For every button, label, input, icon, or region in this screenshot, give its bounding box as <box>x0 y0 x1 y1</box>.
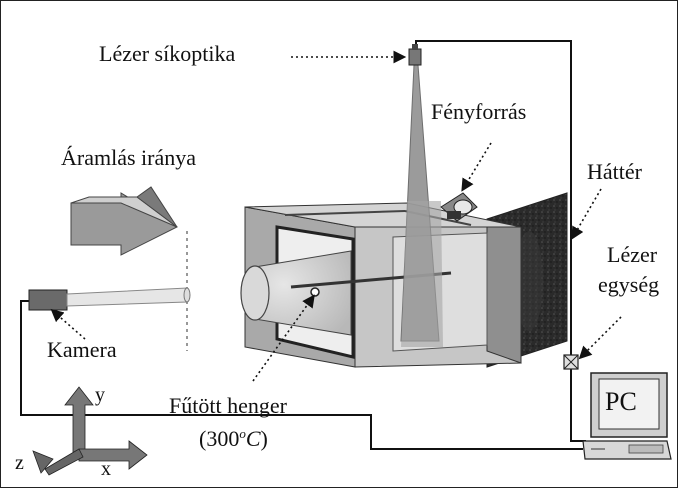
temperature-label: (300oC) <box>199 427 268 450</box>
coordinate-axes-icon <box>32 386 148 476</box>
axis-y-label: y <box>95 384 105 406</box>
temperature-degree: o <box>239 426 246 441</box>
inlet-pipe <box>240 250 352 336</box>
camera-label: Kamera <box>47 337 117 362</box>
laser-unit-icon <box>563 354 579 370</box>
laser-unit-label-line2: egység <box>598 272 660 297</box>
laser-optics-icon <box>408 44 422 66</box>
light-source-icon <box>440 192 478 222</box>
light-source-label: Fényforrás <box>431 99 527 124</box>
pc-icon <box>582 372 672 460</box>
flow-direction-label: Áramlás iránya <box>61 145 196 170</box>
background-label: Háttér <box>587 159 642 184</box>
camera-cable <box>20 300 583 450</box>
temperature-open: (300 <box>199 426 240 451</box>
flow-arrow-icon <box>70 186 179 256</box>
axis-z-label: z <box>15 452 24 474</box>
laser-optics-label: Lézer síkoptika <box>99 41 236 66</box>
leader-lines <box>50 50 622 382</box>
pc-label: PC <box>605 387 637 416</box>
temperature-close: ) <box>260 426 268 451</box>
heated-cylinder-label: Fűtött henger <box>169 393 287 418</box>
axis-x-label: x <box>101 458 111 480</box>
laser-sheet-icon <box>400 64 443 347</box>
temperature-unit: C <box>245 426 261 451</box>
camera-icon <box>28 287 191 311</box>
laser-unit-label-line1: Lézer <box>607 242 658 267</box>
laser-cable <box>415 40 586 442</box>
